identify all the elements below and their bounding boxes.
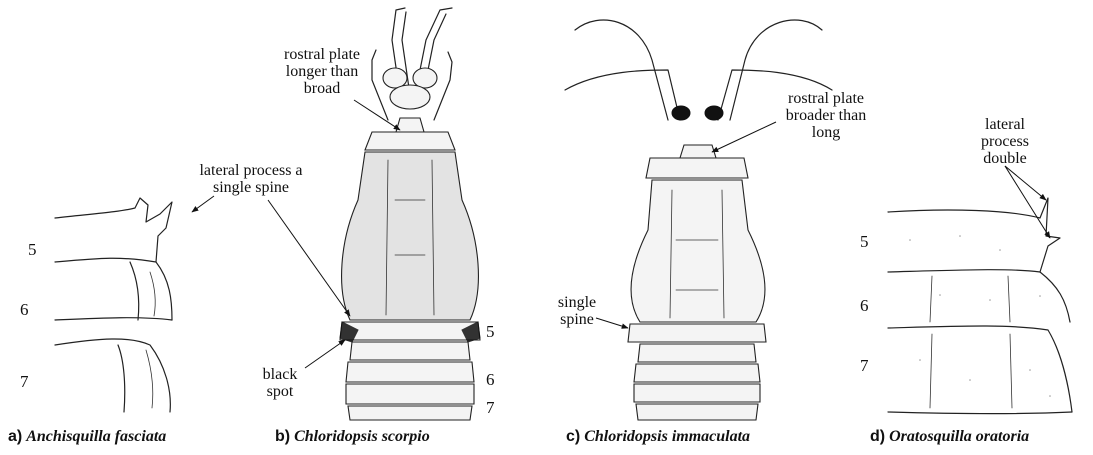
segment-6-label-a: 6 [20, 300, 29, 320]
panel-c-drawing [565, 20, 832, 420]
annotation-line: spot [250, 383, 310, 400]
segment-5-label-d: 5 [860, 232, 869, 252]
segment-5-label-a: 5 [28, 240, 37, 260]
annotation-line: double [970, 150, 1040, 167]
annotation-rostral-longer: rostral plate longer than broad [262, 46, 382, 97]
caption-letter: a) [8, 428, 22, 445]
caption-letter: c) [566, 428, 580, 445]
annotation-line: lateral [970, 116, 1040, 133]
annotation-line: long [770, 124, 882, 141]
annotation-line: rostral plate [770, 90, 882, 107]
caption-panel-b: b) Chloridopsis scorpio [275, 428, 430, 446]
caption-species: Chloridopsis immaculata [584, 428, 750, 445]
annotation-lateral-double: lateral process double [970, 116, 1040, 167]
annotation-lateral-single: lateral process a single spine [180, 162, 322, 196]
leader-lines [192, 100, 1050, 368]
annotation-line: spine [552, 311, 602, 328]
segment-6-label-d: 6 [860, 296, 869, 316]
caption-species: Oratosquilla oratoria [889, 428, 1029, 445]
annotation-line: longer than [262, 63, 382, 80]
annotation-line: single [552, 294, 602, 311]
segment-5-label-b: 5 [486, 322, 495, 342]
caption-species: Chloridopsis scorpio [294, 428, 430, 445]
annotation-line: rostral plate [262, 46, 382, 63]
panel-a-drawing [55, 198, 172, 412]
annotation-single-spine: single spine [552, 294, 602, 328]
caption-panel-c: c) Chloridopsis immaculata [566, 428, 750, 446]
annotation-rostral-broader: rostral plate broader than long [770, 90, 882, 141]
annotation-line: black [250, 366, 310, 383]
annotation-line: broader than [770, 107, 882, 124]
annotation-black-spot: black spot [250, 366, 310, 400]
caption-letter: d) [870, 428, 885, 445]
panel-d-drawing [888, 198, 1072, 414]
caption-panel-a: a) Anchisquilla fasciata [8, 428, 166, 446]
segment-7-label-a: 7 [20, 372, 29, 392]
segment-7-label-d: 7 [860, 356, 869, 376]
caption-panel-d: d) Oratosquilla oratoria [870, 428, 1029, 446]
segment-7-label-b: 7 [486, 398, 495, 418]
annotation-line: broad [262, 80, 382, 97]
annotation-line: process [970, 133, 1040, 150]
caption-letter: b) [275, 428, 290, 445]
annotation-line: lateral process a [180, 162, 322, 179]
segment-6-label-b: 6 [486, 370, 495, 390]
annotation-line: single spine [180, 179, 322, 196]
caption-species: Anchisquilla fasciata [26, 428, 166, 445]
